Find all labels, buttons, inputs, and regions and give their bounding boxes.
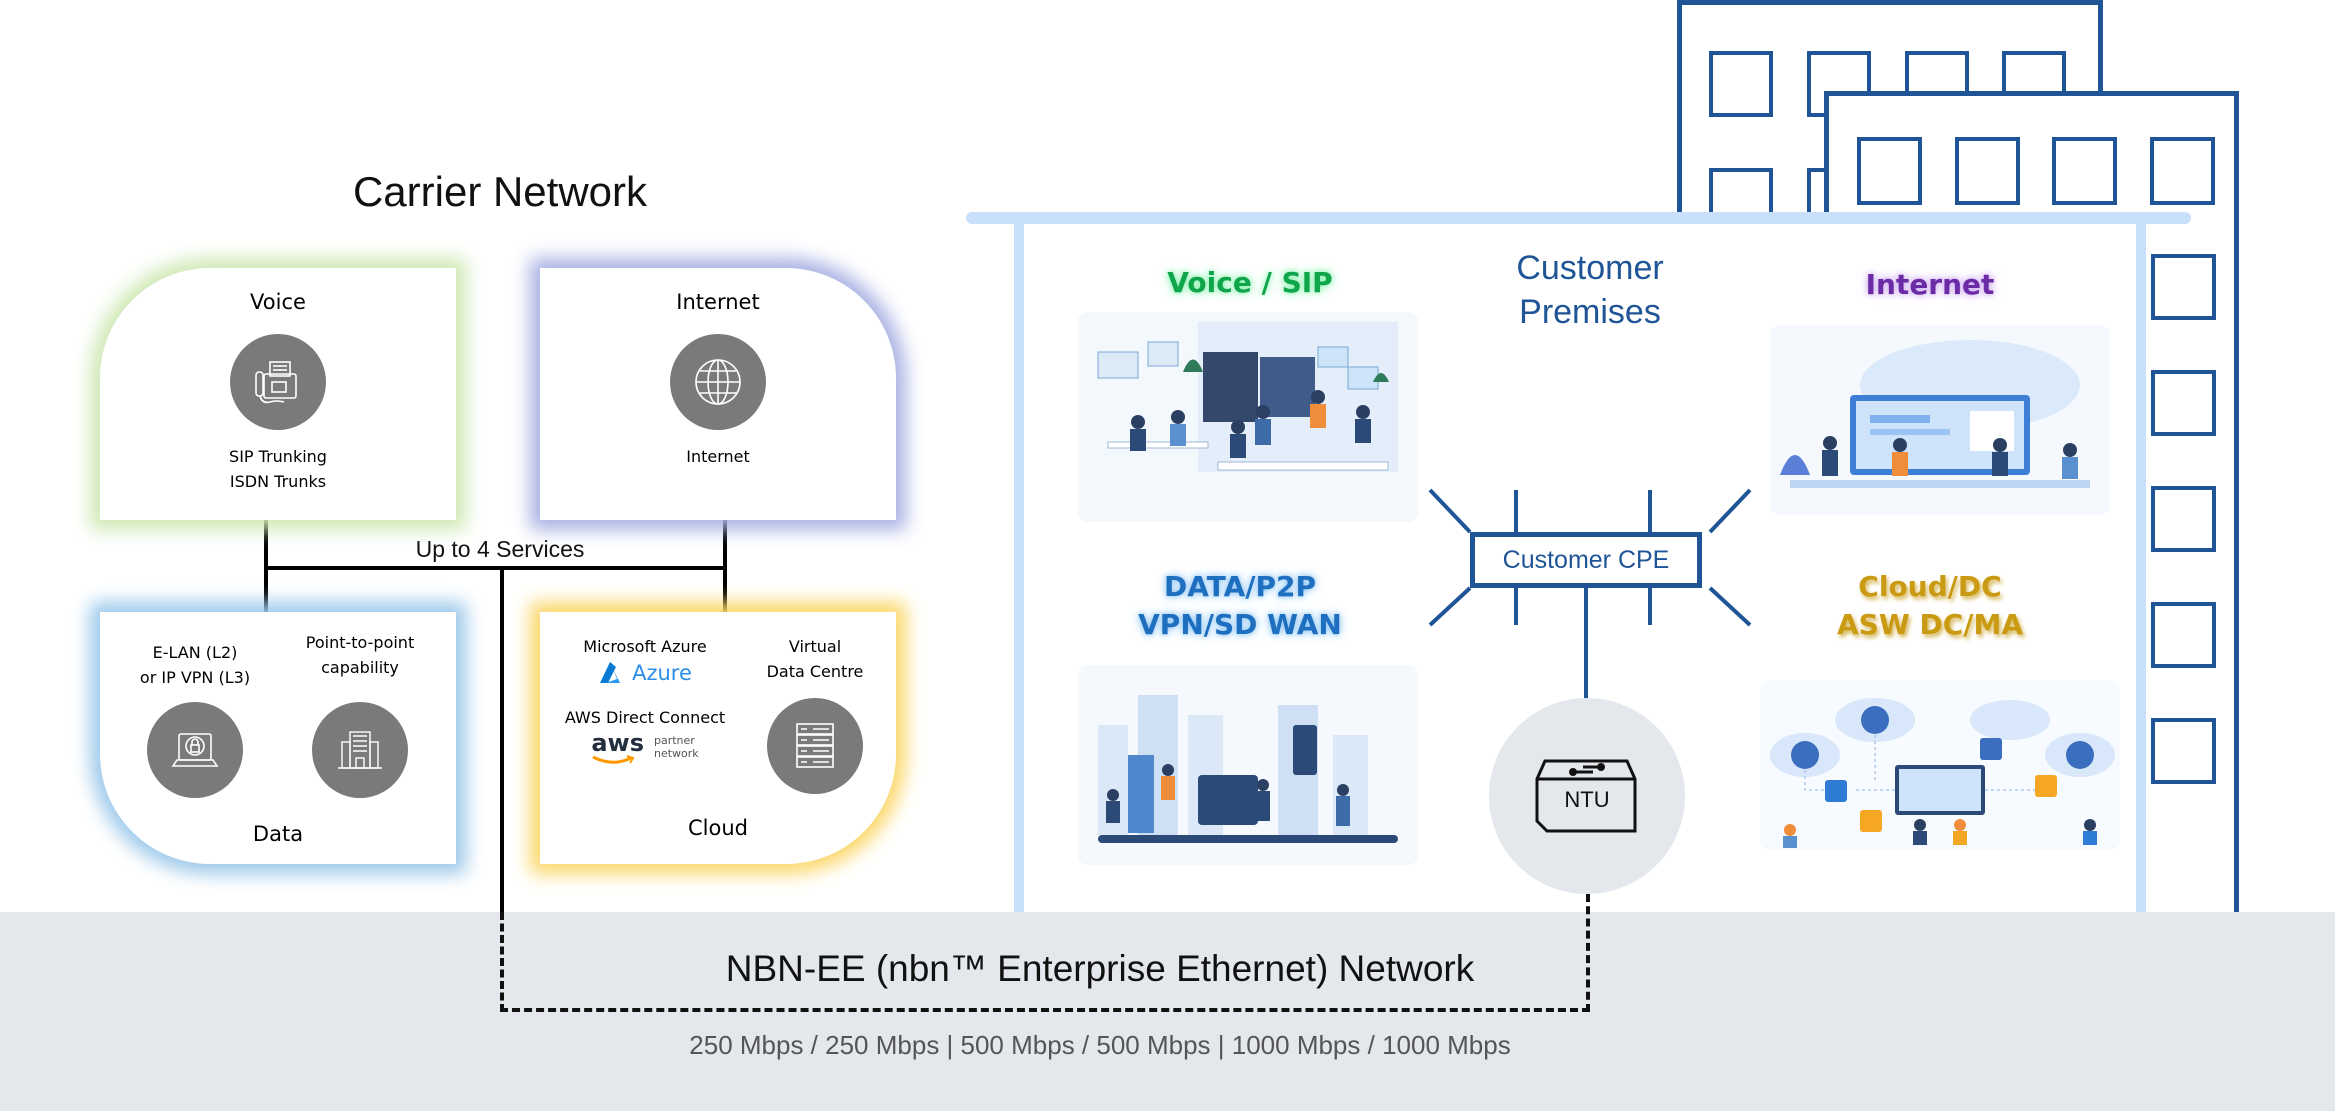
connector-trunk — [500, 566, 504, 916]
service-detail: E-LAN (L2) — [152, 643, 238, 662]
service-detail: ISDN Trunks — [229, 472, 327, 491]
premises-label-cloud-line: ASW DC/MA — [1836, 608, 2024, 641]
aws-logo-text: aws — [591, 729, 644, 757]
building-window — [2151, 718, 2216, 784]
building-window — [2151, 486, 2216, 552]
office-building-icon — [312, 702, 408, 798]
premises-frame-top — [966, 212, 2191, 224]
internet-workspace-illustration — [1770, 325, 2110, 515]
premises-label-cloud-line: Cloud/DC — [1858, 570, 2002, 603]
cpe-to-ntu-link — [1584, 588, 1588, 700]
premises-frame-right — [2136, 222, 2146, 912]
aws-logo: aws partner network — [550, 729, 740, 765]
service-detail: or IP VPN (L3) — [139, 668, 251, 687]
premises-frame-left — [1014, 222, 1024, 912]
customer-cpe-box[interactable]: Customer CPE — [1470, 532, 1702, 588]
customer-premises-title-line: Premises — [1519, 293, 1661, 331]
service-detail: capability — [321, 658, 399, 677]
carrier-network-title: Carrier Network — [352, 168, 648, 215]
cloud-network-illustration — [1760, 680, 2120, 850]
azure-logo: Azure — [550, 661, 740, 685]
aws-partner-text: network — [653, 747, 699, 760]
secure-laptop-icon — [147, 702, 243, 798]
building-window — [2052, 137, 2117, 205]
customer-premises-title: Customer Premises — [1440, 246, 1740, 334]
aws-smile-icon — [592, 755, 635, 764]
service-title: Cloud — [688, 816, 748, 840]
premises-label-cloud: Cloud/DC ASW DC/MA — [1780, 568, 2080, 644]
premises-label-data-line: VPN/SD WAN — [1138, 608, 1342, 641]
building-window — [1955, 137, 2020, 205]
service-detail: Virtual — [788, 637, 842, 656]
service-detail: Internet — [686, 447, 750, 466]
customer-cpe-label: Customer CPE — [1502, 545, 1670, 574]
nbn-speed-tiers: 250 Mbps / 250 Mbps | 500 Mbps / 500 Mbp… — [689, 1030, 1511, 1060]
building-window — [1709, 51, 1773, 117]
building-window — [1857, 137, 1922, 205]
fax-icon — [230, 334, 326, 430]
city-data-illustration — [1078, 665, 1418, 865]
premises-label-voice: Voice / SIP — [1167, 266, 1333, 299]
nbn-dashed-path — [500, 1008, 1590, 1012]
service-card-voice[interactable]: Voice SIP Trunking ISDN Trunks — [100, 268, 456, 520]
ntu-device[interactable]: NTU — [1489, 698, 1685, 894]
premises-label-data: DATA/P2P VPN/SD WAN — [1080, 568, 1400, 644]
services-count-label: Up to 4 Services — [415, 536, 585, 562]
service-detail: SIP Trunking — [229, 447, 327, 466]
carrier-nbn-dashed-link — [500, 912, 504, 1012]
service-card-data[interactable]: E-LAN (L2) or IP VPN (L3) Point-to-point… — [100, 612, 456, 864]
service-detail: Data Centre — [766, 662, 864, 681]
service-title: Voice — [250, 290, 306, 314]
nbn-network-title: NBN-EE (nbn™ Enterprise Ethernet) Networ… — [725, 948, 1475, 989]
office-team-illustration — [1078, 312, 1418, 522]
azure-caption: Microsoft Azure — [583, 637, 707, 656]
service-title: Data — [252, 822, 304, 846]
aws-caption: AWS Direct Connect — [564, 708, 726, 727]
building-window — [2150, 137, 2215, 205]
server-rack-icon — [767, 698, 863, 794]
globe-icon — [670, 334, 766, 430]
aws-partner-text: partner — [653, 734, 695, 747]
premises-label-data-line: DATA/P2P — [1163, 570, 1317, 603]
ntu-nbn-dashed-link — [1586, 894, 1590, 1012]
building-window — [2151, 370, 2216, 436]
premises-label-internet: Internet — [1865, 268, 1995, 301]
connector-bus — [264, 566, 727, 570]
service-title: Internet — [676, 290, 760, 314]
ntu-label: NTU — [1564, 787, 1610, 812]
service-card-internet[interactable]: Internet Internet — [540, 268, 896, 520]
service-card-cloud[interactable]: Microsoft Azure Azure AWS Direct Connect… — [540, 612, 896, 864]
service-detail: Point-to-point — [305, 633, 415, 652]
building-window — [2151, 602, 2216, 668]
azure-logo-icon — [600, 662, 621, 683]
azure-logo-text: Azure — [632, 661, 692, 685]
building-window — [2151, 254, 2216, 320]
ntu-box-icon: NTU — [1533, 757, 1641, 835]
customer-premises-title-line: Customer — [1516, 249, 1664, 287]
